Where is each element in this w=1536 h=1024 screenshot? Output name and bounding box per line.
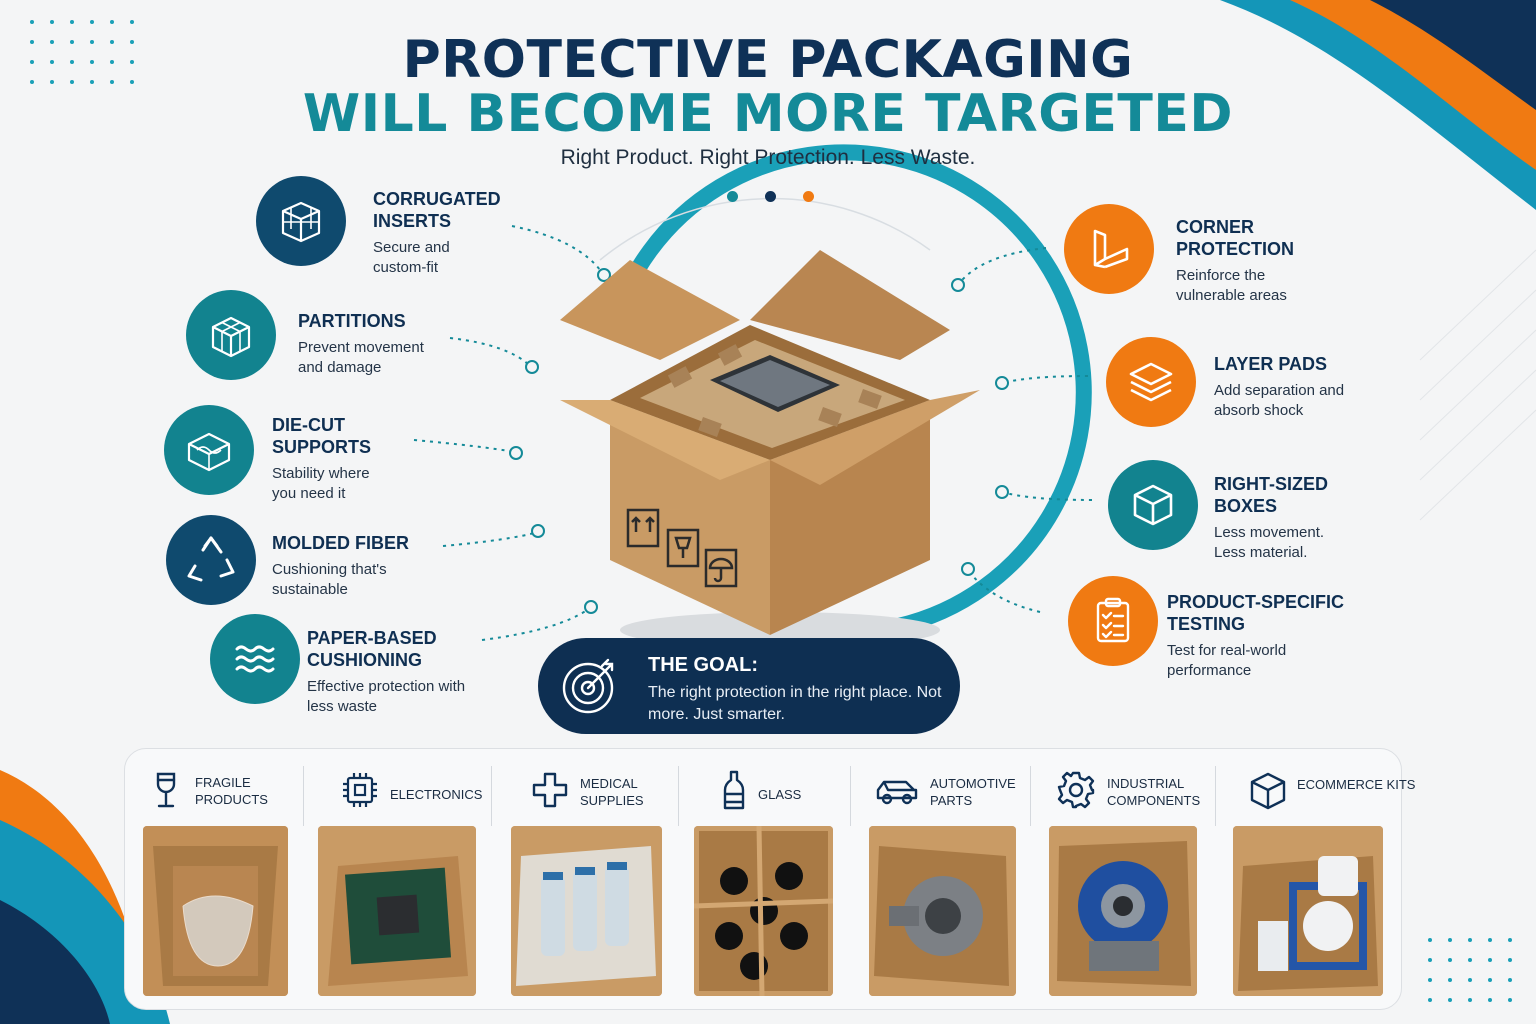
feature-die-cut-supports: DIE-CUT SUPPORTS Stability where you nee… — [272, 414, 472, 504]
divider — [1215, 766, 1216, 826]
dot — [727, 191, 738, 202]
feature-corner-protection: CORNER PROTECTION Reinforce the vulnerab… — [1176, 216, 1376, 306]
category-label: ELECTRONICS — [390, 787, 483, 802]
category-label: AUTOMOTIVE PARTS — [930, 776, 1016, 808]
category-label: MEDICAL SUPPLIES — [580, 776, 644, 808]
feature-desc: Test for real-world performance — [1167, 642, 1287, 679]
dot — [803, 191, 814, 202]
feature-desc: Less movement. Less material. — [1214, 524, 1325, 561]
electronics-image — [318, 826, 476, 996]
divider — [303, 766, 304, 826]
cardboard-box-illustration — [560, 250, 980, 648]
cube-icon — [1108, 460, 1198, 550]
goal-banner: THE GOAL: The right protection in the ri… — [538, 638, 960, 734]
feature-title: PARTITIONS — [298, 311, 406, 331]
recycle-icon — [166, 515, 256, 605]
category-label: INDUSTRIAL COMPONENTS — [1107, 776, 1201, 808]
feature-title: MOLDED FIBER — [272, 533, 409, 553]
glass-image — [694, 826, 833, 996]
partition-cube-icon — [186, 290, 276, 380]
feature-title: LAYER PADS — [1214, 354, 1328, 374]
feature-partitions: PARTITIONS Prevent movement and damage — [298, 310, 498, 378]
clipboard-check-icon — [1068, 576, 1158, 666]
feature-paper-based-cushioning: PAPER-BASED CUSHIONING Effective protect… — [307, 627, 507, 717]
package-icon — [1250, 772, 1286, 810]
feature-product-specific-testing: PRODUCT-SPECIFIC TESTING Test for real-w… — [1167, 591, 1367, 681]
feature-title: RIGHT-SIZED BOXES — [1214, 474, 1329, 516]
fragile-products-image — [143, 826, 288, 996]
corner-guard-icon — [1064, 204, 1154, 294]
divider — [850, 766, 851, 826]
feature-desc: Secure and custom-fit — [373, 239, 450, 276]
divider — [678, 766, 679, 826]
chip-icon — [343, 773, 377, 807]
divider — [491, 766, 492, 826]
box-insert-icon — [256, 176, 346, 266]
feature-desc: Reinforce the vulnerable areas — [1176, 267, 1287, 304]
bottle-icon — [723, 770, 745, 810]
feature-corrugated-inserts: CORRUGATED INSERTS Secure and custom-fit — [373, 188, 573, 278]
feature-layer-pads: LAYER PADS Add separation and absorb sho… — [1214, 353, 1414, 421]
die-cut-box-icon — [164, 405, 254, 495]
feature-title: CORNER PROTECTION — [1176, 217, 1295, 259]
feature-desc: Prevent movement and damage — [298, 339, 424, 376]
layers-icon — [1106, 337, 1196, 427]
medical-cross-icon — [532, 772, 568, 808]
wine-glass-icon — [156, 772, 176, 808]
goal-title: THE GOAL: — [648, 654, 758, 676]
tagline: Right Product. Right Protection. Less Wa… — [560, 146, 976, 169]
divider — [1030, 766, 1031, 826]
feature-title: PAPER-BASED CUSHIONING — [307, 628, 437, 670]
feature-title: PRODUCT-SPECIFIC TESTING — [1167, 592, 1345, 634]
pagination-dots — [727, 191, 814, 202]
waves-icon — [210, 614, 300, 704]
page-title-line2: WILL BECOME MORE TARGETED — [302, 84, 1234, 144]
target-icon — [562, 658, 614, 714]
ecommerce-kits-image — [1233, 826, 1383, 996]
feature-desc: Cushioning that's sustainable — [272, 561, 387, 598]
feature-right-sized-boxes: RIGHT-SIZED BOXES Less movement. Less ma… — [1214, 473, 1414, 563]
dot — [765, 191, 776, 202]
industrial-components-image — [1049, 826, 1197, 996]
goal-desc: The right protection in the right place.… — [648, 684, 942, 723]
automotive-parts-image — [869, 826, 1016, 996]
category-label: ECOMMERCE KITS — [1297, 777, 1416, 792]
feature-molded-fiber: MOLDED FIBER Cushioning that's sustainab… — [272, 532, 472, 600]
feature-title: CORRUGATED INSERTS — [373, 189, 501, 231]
feature-desc: Effective protection with less waste — [307, 678, 466, 715]
category-label: FRAGILE PRODUCTS — [195, 775, 268, 807]
feature-title: DIE-CUT SUPPORTS — [272, 415, 372, 457]
gear-icon — [1057, 771, 1095, 809]
page-title-line1: PROTECTIVE PACKAGING — [402, 30, 1134, 90]
feature-desc: Stability where you need it — [272, 465, 370, 502]
feature-desc: Add separation and absorb shock — [1214, 382, 1345, 419]
medical-supplies-image — [511, 826, 662, 996]
category-label: GLASS — [758, 787, 802, 802]
car-icon — [876, 780, 918, 805]
